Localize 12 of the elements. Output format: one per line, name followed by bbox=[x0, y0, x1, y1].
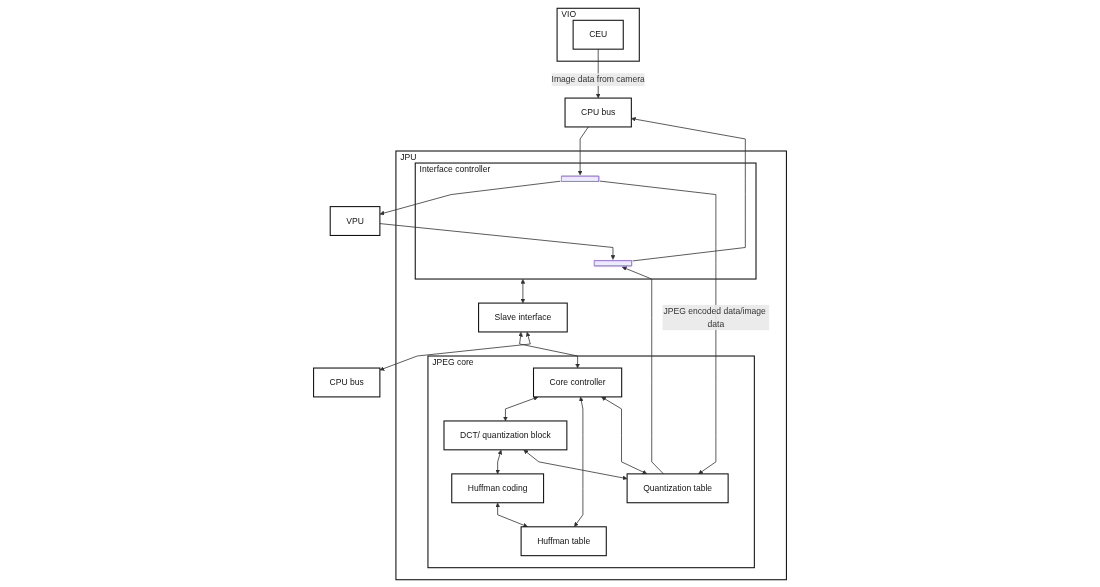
node-box: Slave interface bbox=[478, 302, 568, 332]
node-box: DCT/ quantization block bbox=[443, 419, 568, 450]
node-box: CPU bus bbox=[313, 367, 381, 397]
node-box: Huffman coding bbox=[451, 472, 545, 503]
edge-label: Image data from camera bbox=[551, 74, 645, 84]
node-box: Huffman table bbox=[520, 525, 607, 556]
node-box: VPU bbox=[329, 205, 381, 236]
node-box: Core controller bbox=[532, 367, 623, 397]
node-box: Quantization table bbox=[626, 472, 729, 503]
edge-label: JPEG encoded data/image data bbox=[663, 305, 766, 328]
node-box: CEU bbox=[572, 19, 624, 50]
node-box: CPU bus bbox=[564, 97, 632, 127]
